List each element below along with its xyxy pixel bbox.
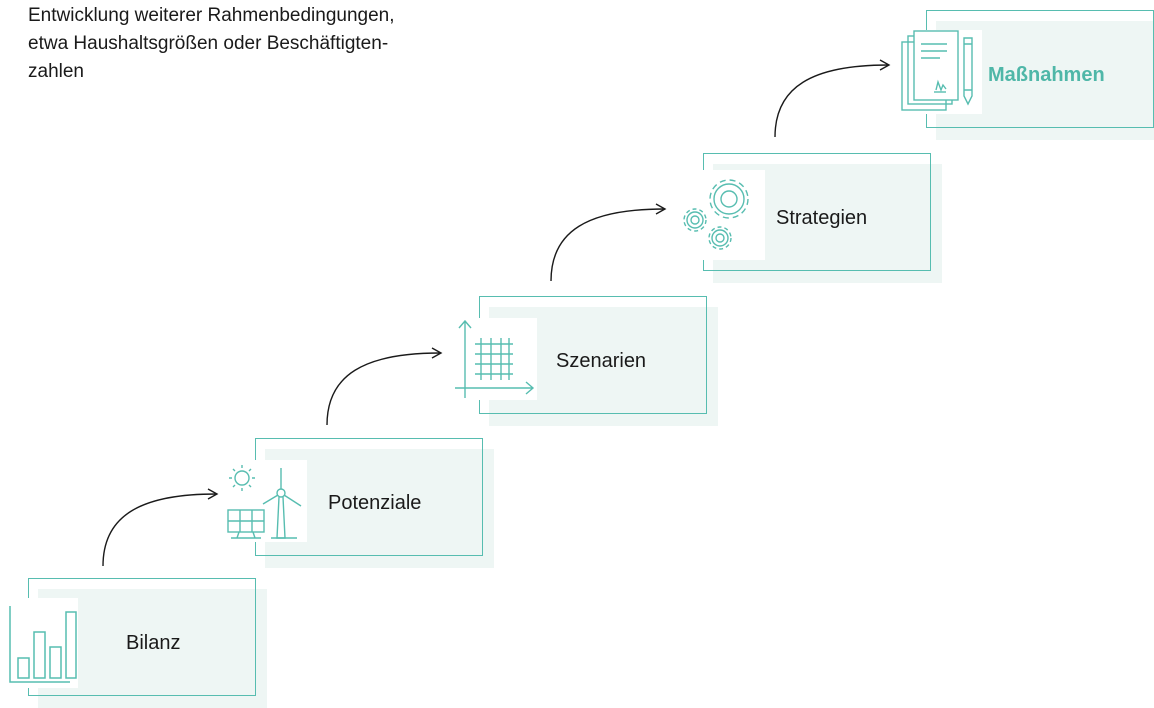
- gears-icon: [679, 170, 765, 260]
- bar-chart-icon: [8, 598, 78, 688]
- arrow-strategien-to-massnahmen: [774, 59, 891, 138]
- arrow-potenziale-to-szenarien: [326, 347, 443, 426]
- step-label: Strategien: [776, 207, 868, 229]
- step-strategien: Strategien: [679, 153, 943, 283]
- step-label: Bilanz: [126, 632, 181, 654]
- step-potenziale: Potenziale: [225, 438, 495, 568]
- step-label: Szenarien: [556, 350, 647, 372]
- step-massnahmen: Maßnahmen: [900, 10, 1154, 140]
- step-label: Maßnahmen: [988, 64, 1105, 86]
- documents-pen-icon: [900, 30, 982, 114]
- step-bilanz: Bilanz: [8, 578, 268, 708]
- step-szenarien: Szenarien: [453, 296, 719, 426]
- step-label: Potenziale: [328, 492, 422, 514]
- arrow-szenarien-to-strategien: [550, 203, 667, 282]
- arrow-bilanz-to-potenziale: [102, 488, 219, 567]
- intro-text: Entwicklung weiterer Rahmenbedingungen, …: [28, 5, 395, 82]
- grid-axes-icon: [453, 318, 537, 400]
- solar-wind-icon: [225, 460, 307, 542]
